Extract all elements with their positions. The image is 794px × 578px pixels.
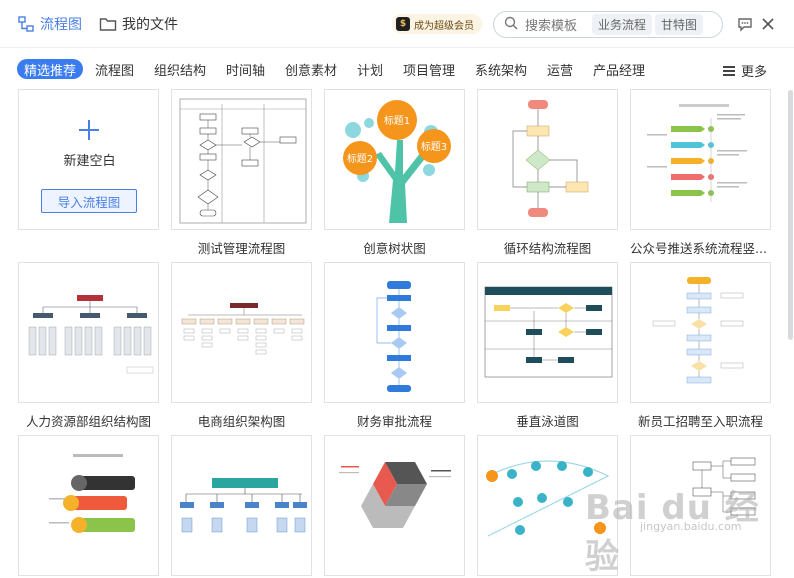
vip-label: 成为超级会员	[414, 20, 474, 32]
template-thumbnail	[49, 454, 135, 533]
template-title: 人力资源部组织结构图	[25, 414, 151, 429]
tree-label: 标题1	[384, 115, 410, 127]
template-thumbnail	[652, 277, 744, 384]
template-card[interactable]	[477, 262, 618, 403]
new-blank-card[interactable]: 新建空白 导入流程图	[18, 89, 159, 230]
flowchart-icon	[17, 15, 35, 33]
search-input[interactable]: 搜索模板	[525, 19, 578, 34]
chat-icon[interactable]	[736, 15, 754, 33]
tab-flowchart-label: 流程图	[40, 17, 82, 33]
category-tab[interactable]: 时间轴	[226, 63, 266, 79]
template-title: 循环结构流程图	[503, 241, 592, 256]
search-chip-business[interactable]: 业务流程	[592, 14, 653, 35]
template-card[interactable]	[324, 262, 465, 403]
template-card[interactable]	[630, 262, 771, 403]
category-bar: 精选推荐 流程图 组织结构 时间轴 创意素材 计划 项目管理 系统架构 运营 产…	[0, 56, 794, 82]
menu-icon	[723, 65, 735, 76]
template-card[interactable]: 标题1 标题2 标题3	[324, 89, 465, 230]
template-card[interactable]	[171, 262, 312, 403]
template-thumbnail	[180, 478, 307, 533]
template-card[interactable]	[477, 89, 618, 230]
category-tab[interactable]: 运营	[547, 63, 574, 79]
template-thumbnail	[512, 100, 589, 217]
template-thumbnail	[339, 462, 451, 528]
plus-icon	[79, 120, 99, 140]
vip-badge-icon: $	[396, 17, 410, 31]
template-title: 创意树状图	[363, 241, 426, 256]
template-title: 财务审批流程	[356, 414, 432, 429]
template-title: 垂直泳道图	[516, 414, 579, 429]
template-title: 测试管理流程图	[197, 241, 286, 256]
template-thumbnail	[376, 281, 411, 392]
top-bar: 流程图 我的文件 $ 成为超级会员 搜索模板 业务流程 甘特图	[0, 0, 794, 48]
scrollbar[interactable]	[788, 90, 793, 340]
template-card[interactable]	[18, 435, 159, 576]
search-chip-gantt[interactable]: 甘特图	[655, 14, 704, 35]
new-blank-label: 新建空白	[63, 154, 116, 169]
watermark-url: jingyan.baidu.com	[640, 520, 742, 533]
tree-label: 标题3	[421, 141, 447, 153]
close-icon[interactable]	[759, 15, 777, 33]
template-thumbnail: 标题1 标题2 标题3	[343, 100, 451, 223]
category-tab[interactable]: 创意素材	[285, 63, 338, 79]
category-tab[interactable]: 系统架构	[475, 63, 528, 79]
tab-flowchart[interactable]: 流程图	[17, 12, 82, 36]
template-card[interactable]	[630, 89, 771, 230]
more-label: 更多	[741, 65, 768, 80]
category-tab[interactable]: 组织结构	[154, 63, 207, 79]
import-flowchart-button[interactable]: 导入流程图	[41, 189, 137, 213]
template-card[interactable]	[18, 262, 159, 403]
category-tab[interactable]: 产品经理	[593, 63, 646, 79]
template-thumbnail	[28, 295, 154, 374]
tree-label: 标题2	[347, 153, 373, 165]
template-title: 新员工招聘至入职流程	[637, 414, 763, 429]
more-categories-button[interactable]: 更多	[723, 61, 767, 80]
template-card[interactable]	[171, 89, 312, 230]
template-title: 电商组织架构图	[197, 414, 286, 429]
template-thumbnail	[181, 303, 305, 355]
template-card[interactable]	[171, 435, 312, 576]
category-tab[interactable]: 项目管理	[403, 63, 456, 79]
search-box[interactable]: 搜索模板 业务流程 甘特图	[493, 11, 723, 38]
template-card[interactable]	[324, 435, 465, 576]
category-tab[interactable]: 流程图	[95, 63, 135, 79]
template-thumbnail	[486, 460, 610, 537]
category-tab[interactable]: 精选推荐	[17, 59, 84, 79]
category-tab[interactable]: 计划	[357, 63, 384, 79]
vip-upgrade-button[interactable]: $ 成为超级会员	[392, 14, 482, 34]
template-title: 公众号推送系统流程竖...	[630, 241, 767, 256]
folder-icon	[99, 15, 117, 33]
template-thumbnail	[179, 98, 307, 224]
template-thumbnail	[692, 457, 756, 516]
template-thumbnail	[484, 286, 613, 378]
search-icon	[504, 15, 518, 34]
template-thumbnail	[647, 104, 747, 202]
tab-my-files[interactable]: 我的文件	[99, 12, 178, 36]
tab-my-files-label: 我的文件	[122, 17, 178, 33]
